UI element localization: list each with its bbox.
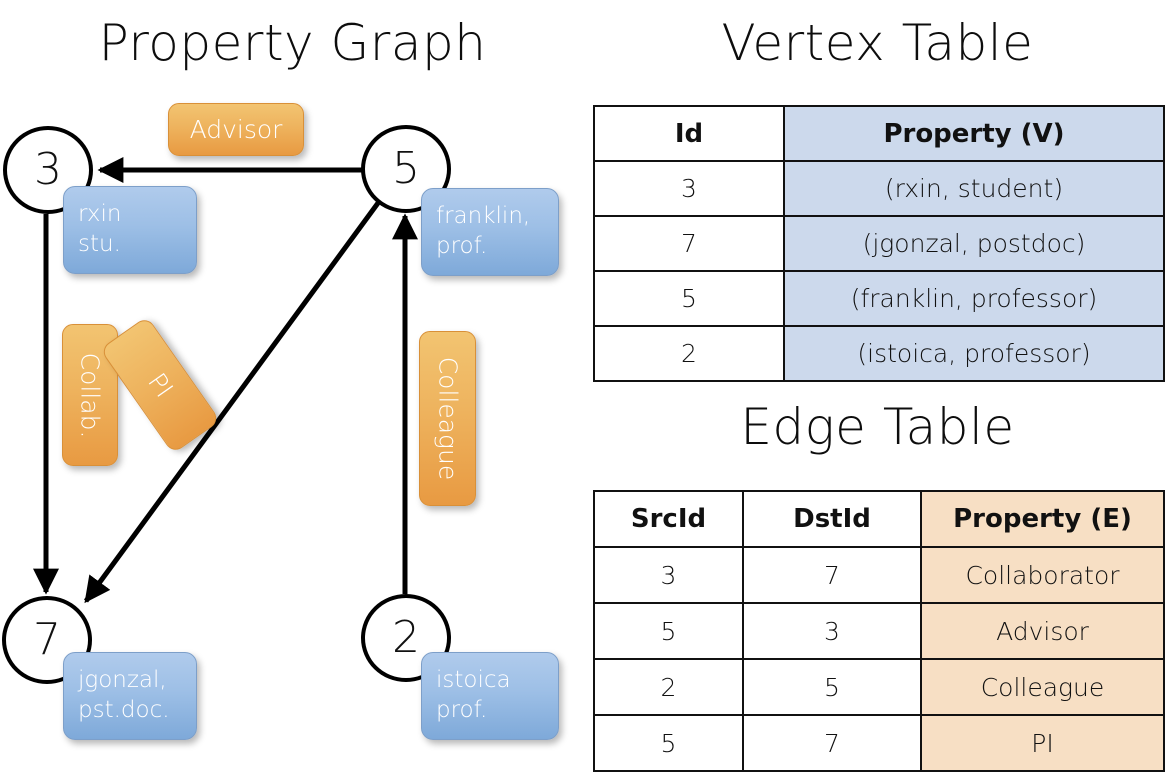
table-row[interactable]: 2 (istoica, professor) [593, 325, 1165, 382]
edge-5-to-7-pi [83, 201, 381, 604]
edge-table-cell-dstid: 5 [742, 658, 922, 716]
edge-label-pi-text: PI [141, 367, 179, 403]
edge-table-cell-srcid: 3 [593, 546, 744, 604]
vertex-table-cell-property: (jgonzal, postdoc) [783, 215, 1165, 272]
edge-table-cell-property: Colleague [920, 658, 1165, 716]
table-row[interactable]: 3 (rxin, student) [593, 160, 1165, 217]
table-row[interactable]: 7 (jgonzal, postdoc) [593, 215, 1165, 272]
vertex-table-header-property: Property (V) [783, 105, 1165, 162]
edge-table-cell-srcid: 5 [593, 714, 744, 772]
vertex-property-istoica-line1: istoica [436, 667, 511, 693]
page-title-vertex-table: Vertex Table [721, 14, 1034, 72]
vertex-property-franklin-line1: franklin, [436, 203, 531, 229]
vertex-property-jgonzal-line1: jgonzal, [78, 667, 167, 693]
table-row[interactable]: 5 (franklin, professor) [593, 270, 1165, 327]
edge-table-cell-property: Collaborator [920, 546, 1165, 604]
vertex-table-cell-property: (istoica, professor) [783, 325, 1165, 382]
edge-table-cell-dstid: 7 [742, 714, 922, 772]
edge-table-header-dstid: DstId [742, 490, 922, 548]
vertex-property-box-franklin: franklin, prof. [421, 188, 559, 276]
vertex-table-cell-property: (franklin, professor) [783, 270, 1165, 327]
edge-table-header-srcid: SrcId [593, 490, 744, 548]
vertex-property-box-jgonzal: jgonzal, pst.doc. [63, 652, 197, 740]
page-title-edge-table: Edge Table [740, 398, 1015, 456]
edge-label-box-advisor: Advisor [168, 103, 304, 156]
table-row[interactable]: 5 3 Advisor [593, 602, 1165, 660]
vertex-node-2-id: 2 [392, 612, 420, 663]
edge-table-cell-dstid: 3 [742, 602, 922, 660]
table-row[interactable]: 5 7 PI [593, 714, 1165, 772]
vertex-property-rxin-line1: rxin [78, 201, 122, 227]
edge-table-cell-property: PI [920, 714, 1165, 772]
edge-label-advisor-text: Advisor [189, 115, 283, 144]
vertex-property-jgonzal-line2: pst.doc. [78, 697, 170, 724]
vertex-table-cell-id: 2 [593, 325, 785, 382]
vertex-property-franklin-line2: prof. [436, 233, 488, 260]
vertex-property-box-istoica: istoica prof. [421, 652, 559, 740]
vertex-table-cell-id: 7 [593, 215, 785, 272]
vertex-node-2[interactable]: 2 [361, 594, 451, 682]
table-row[interactable]: 3 7 Collaborator [593, 546, 1165, 604]
vertex-table-cell-property: (rxin, student) [783, 160, 1165, 217]
edge-label-box-colleague: Colleague [419, 331, 476, 506]
vertex-property-rxin-line2: stu. [78, 231, 121, 258]
vertex-table-cell-id: 3 [593, 160, 785, 217]
vertex-node-7-id: 7 [33, 614, 61, 665]
vertex-node-5[interactable]: 5 [361, 125, 451, 213]
edge-label-collab-text: Collab. [75, 352, 105, 438]
vertex-table-header-row: Id Property (V) [593, 105, 1165, 162]
graph-edges-svg [33, 157, 418, 604]
edge-table-cell-srcid: 2 [593, 658, 744, 716]
page-title-property-graph: Property Graph [98, 14, 487, 72]
vertex-table: Id Property (V) 3 (rxin, student) 7 (jgo… [593, 105, 1165, 382]
vertex-property-box-rxin: rxin stu. [63, 186, 197, 274]
vertex-node-5-id: 5 [392, 143, 420, 194]
edge-table-cell-property: Advisor [920, 602, 1165, 660]
edge-table-cell-dstid: 7 [742, 546, 922, 604]
vertex-property-istoica-line2: prof. [436, 697, 488, 724]
edge-table-cell-srcid: 5 [593, 602, 744, 660]
edge-table-header-property: Property (E) [920, 490, 1165, 548]
vertex-node-3-id: 3 [34, 144, 62, 195]
edge-label-colleague-text: Colleague [433, 356, 463, 481]
vertex-table-cell-id: 5 [593, 270, 785, 327]
vertex-table-header-id: Id [593, 105, 785, 162]
edge-table: SrcId DstId Property (E) 3 7 Collaborato… [593, 490, 1165, 772]
property-graph-diagram: 3 5 7 2 rxin stu. franklin, prof. jgonza… [0, 0, 585, 760]
edge-table-header-row: SrcId DstId Property (E) [593, 490, 1165, 548]
table-row[interactable]: 2 5 Colleague [593, 658, 1165, 716]
